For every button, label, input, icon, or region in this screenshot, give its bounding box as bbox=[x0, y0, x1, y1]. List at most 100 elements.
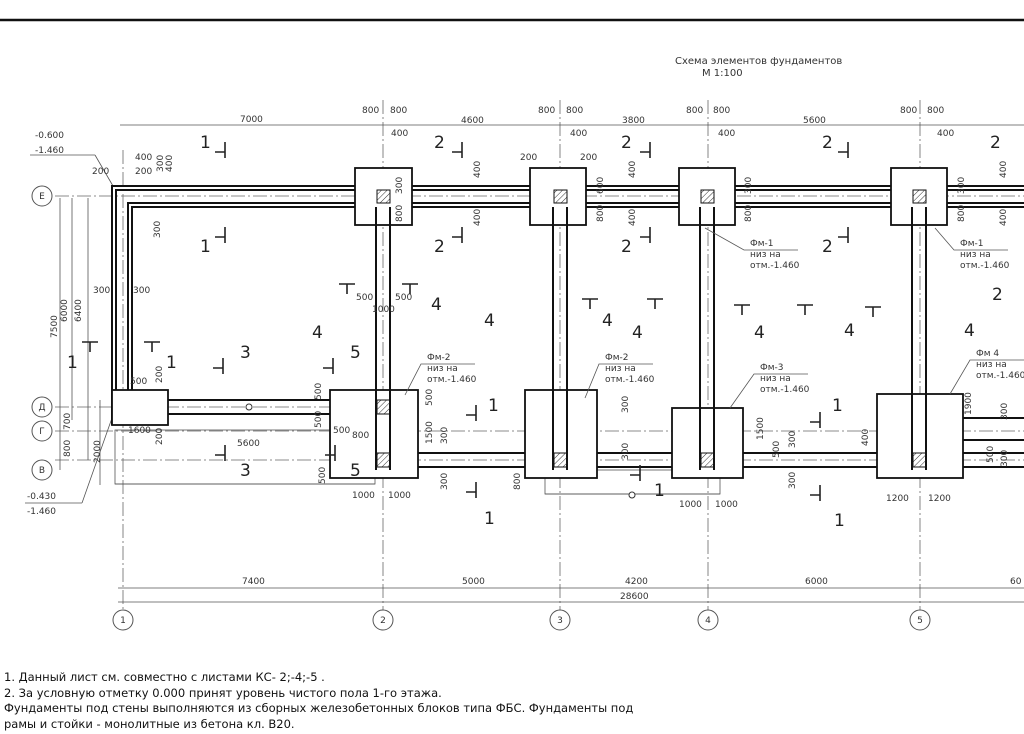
callout-leader bbox=[949, 359, 1024, 395]
dim-bottom-1-2: 7400 bbox=[242, 577, 265, 587]
section-mark: 1 bbox=[654, 481, 665, 501]
section-cut-icon bbox=[797, 304, 813, 315]
section-cut-icon bbox=[402, 283, 418, 294]
dim-top-2-3: 4600 bbox=[461, 116, 484, 126]
section-mark: 4 bbox=[844, 321, 855, 341]
section-cut-icon bbox=[215, 445, 226, 461]
section-cut-icon bbox=[215, 142, 226, 158]
dimension-label: 300 bbox=[957, 177, 967, 194]
dimension-label: 500 bbox=[314, 383, 324, 400]
dimension-label: 6000 bbox=[60, 299, 70, 322]
dimension-label: 800 bbox=[957, 205, 967, 222]
dimension-label: 800 bbox=[63, 440, 73, 457]
footing-callout-line2: низ на bbox=[605, 364, 636, 374]
section-cut-icon bbox=[213, 358, 224, 374]
dimension-label: 300 bbox=[744, 177, 754, 194]
dimension-label: 200 bbox=[92, 167, 109, 177]
dimension-label: 800 bbox=[927, 106, 944, 116]
footing-callout-line2: низ на bbox=[427, 364, 458, 374]
dim-bottom-3-4: 4200 bbox=[625, 577, 648, 587]
axis-label-column: 5 bbox=[917, 616, 923, 626]
dimension-label: 400 bbox=[135, 153, 152, 163]
dimension-label: 400 bbox=[861, 429, 871, 446]
dimension-label: 800 bbox=[686, 106, 703, 116]
dimension-label: 500 bbox=[130, 377, 147, 387]
section-cut-icon bbox=[630, 465, 641, 481]
dimension-label: 400 bbox=[473, 161, 483, 178]
section-cut-icon bbox=[838, 142, 849, 158]
section-mark: 4 bbox=[431, 295, 442, 315]
dimension-label: 5600 bbox=[237, 439, 260, 449]
dimension-label: 800 bbox=[566, 106, 583, 116]
dimension-label: 1600 bbox=[128, 426, 151, 436]
footing-callout-line3: отм.-1.460 bbox=[960, 261, 1010, 271]
axis-label-column: 1 bbox=[120, 616, 126, 626]
section-cut-icon bbox=[734, 304, 750, 315]
dimension-label: 300 bbox=[440, 473, 450, 490]
section-mark: 2 bbox=[990, 133, 1001, 153]
section-mark: 3 bbox=[240, 461, 251, 481]
dimension-label: 500 bbox=[395, 293, 412, 303]
dim-top-4-5: 5600 bbox=[803, 116, 826, 126]
dimension-label: 400 bbox=[473, 209, 483, 226]
dimension-label: 2000 bbox=[93, 440, 103, 463]
dimension-label: 800 bbox=[596, 205, 606, 222]
section-mark: 1 bbox=[200, 237, 211, 257]
note-4: рамы и стойки - монолитные из бетона кл.… bbox=[4, 716, 295, 731]
dim-bottom-5-6: 60 bbox=[1010, 577, 1022, 587]
footing-callout-line3: отм.-1.460 bbox=[976, 371, 1024, 381]
dimension-label: 400 bbox=[570, 129, 587, 139]
dimension-label: 1000 bbox=[352, 491, 375, 501]
section-cut-icon bbox=[339, 283, 355, 294]
drawing-scale: М 1:100 bbox=[702, 68, 743, 79]
dimension-label: 300 bbox=[1000, 450, 1010, 467]
dimension-label: 300 bbox=[440, 427, 450, 444]
callout-leader bbox=[704, 227, 798, 251]
section-mark: 2 bbox=[822, 237, 833, 257]
section-cut-icon bbox=[838, 227, 849, 243]
elevation-top-left-bottom: -1.460 bbox=[35, 146, 64, 156]
section-cut-icon bbox=[144, 341, 160, 352]
footing-callout-line3: отм.-1.460 bbox=[750, 261, 800, 271]
dimension-label: 700 bbox=[63, 413, 73, 430]
axis-bubble-row bbox=[31, 459, 53, 481]
section-mark: 4 bbox=[312, 323, 323, 343]
section-mark: 2 bbox=[434, 133, 445, 153]
dimension-label: 1000 bbox=[372, 305, 395, 315]
footing-callout-line3: отм.-1.460 bbox=[605, 375, 655, 385]
section-cut-icon bbox=[582, 298, 598, 309]
section-cut-icon bbox=[640, 142, 651, 158]
axis-label-row: Г bbox=[39, 427, 45, 437]
dimension-label: 1000 bbox=[715, 500, 738, 510]
dim-bottom-2-3: 5000 bbox=[462, 577, 485, 587]
section-cut-icon bbox=[325, 445, 336, 461]
dimension-label: 200 bbox=[135, 167, 152, 177]
footing-callout-line3: отм.-1.460 bbox=[427, 375, 477, 385]
dimension-label: 300 bbox=[133, 286, 150, 296]
section-mark: 1 bbox=[200, 133, 211, 153]
section-mark: 1 bbox=[834, 511, 845, 531]
drawing-title: Схема элементов фундаментов bbox=[675, 56, 842, 67]
dimension-label: 800 bbox=[744, 205, 754, 222]
dimension-label: 300 bbox=[156, 155, 166, 172]
dimension-label: 500 bbox=[333, 426, 350, 436]
footing-callout-mark: Фм-2 bbox=[427, 353, 451, 363]
section-mark: 2 bbox=[822, 133, 833, 153]
dimension-label: 800 bbox=[900, 106, 917, 116]
dimension-label: 800 bbox=[362, 106, 379, 116]
dimension-label: 500 bbox=[356, 293, 373, 303]
callout-leader bbox=[934, 227, 1008, 251]
axis-bubble-row bbox=[31, 396, 53, 418]
dimension-label: 400 bbox=[628, 161, 638, 178]
section-cut-icon bbox=[810, 412, 821, 428]
section-cut-icon bbox=[647, 298, 663, 309]
section-cut-icon bbox=[82, 341, 98, 352]
section-mark: 4 bbox=[754, 323, 765, 343]
dimension-label: 600 bbox=[596, 177, 606, 194]
section-mark: 5 bbox=[350, 343, 361, 363]
axis-bubble-row bbox=[31, 185, 53, 207]
dim-top-1-2: 7000 bbox=[240, 115, 263, 125]
section-mark: 2 bbox=[621, 133, 632, 153]
general-notes: 1. Данный лист см. совместно с листами К… bbox=[4, 670, 633, 732]
